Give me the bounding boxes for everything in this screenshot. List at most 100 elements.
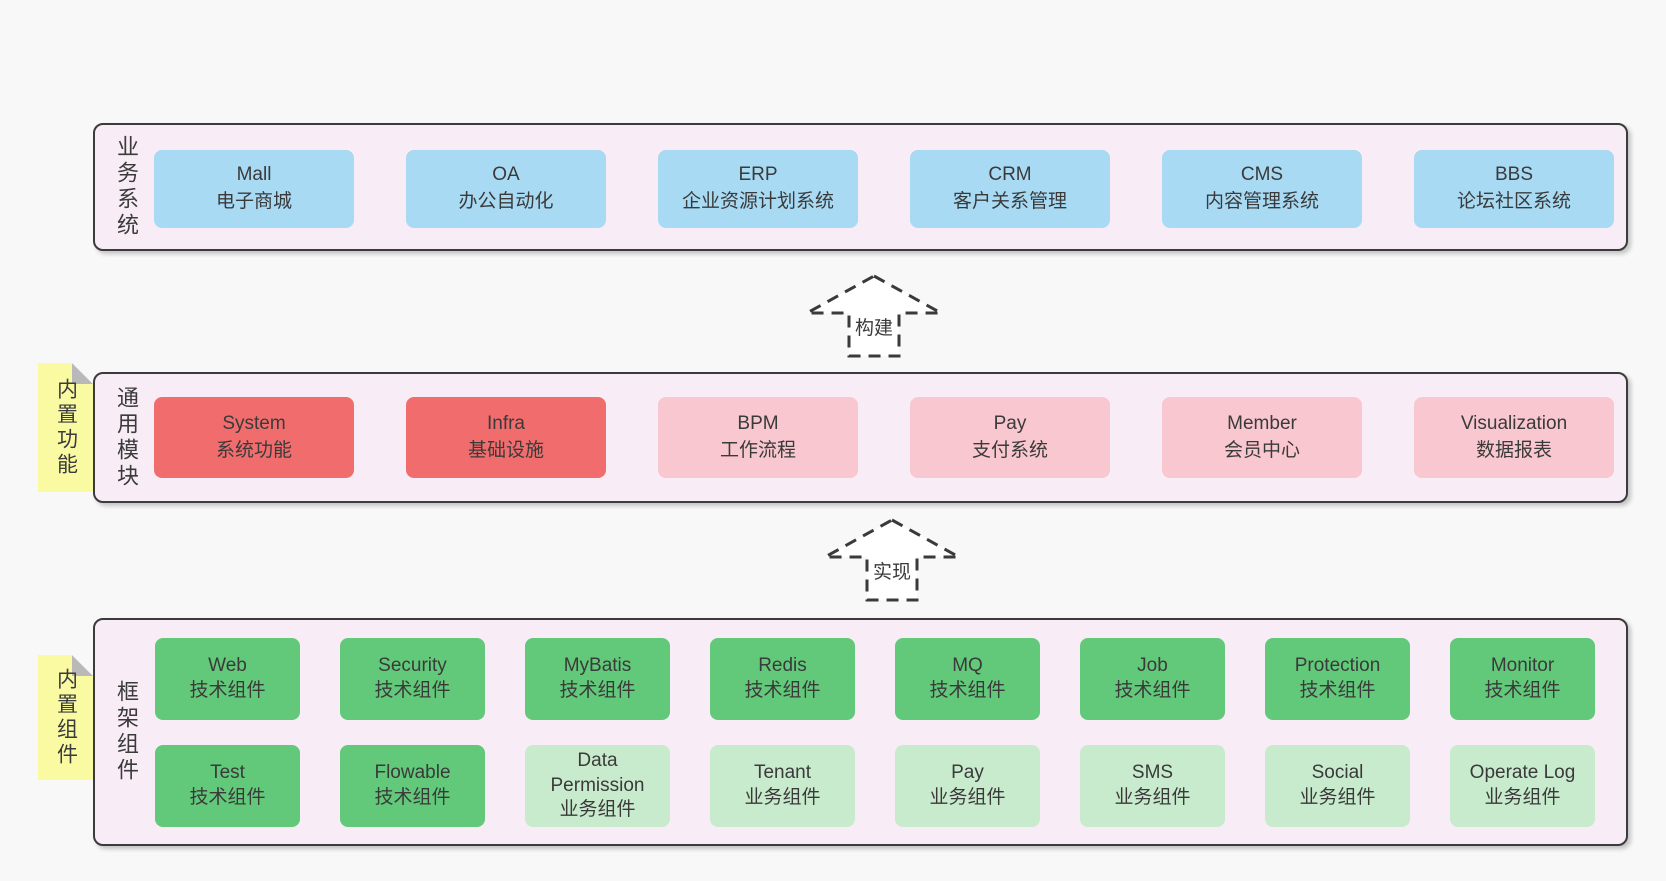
sticky-text: 内置组件 bbox=[54, 667, 78, 768]
box-subtitle: 技术组件 bbox=[374, 680, 451, 701]
common-modules-layer: 通用模块 System 系统功能 Infra 基础设施 BPM 工作流程 Pay… bbox=[93, 372, 1628, 503]
box-member: Member 会员中心 bbox=[1162, 397, 1362, 478]
box-subtitle: 办公自动化 bbox=[458, 191, 554, 212]
box-subtitle: 基础设施 bbox=[467, 439, 544, 461]
box-job: Job 技术组件 bbox=[1080, 638, 1225, 720]
box-subtitle: 工作流程 bbox=[719, 439, 796, 461]
box-title: Monitor bbox=[1490, 655, 1555, 677]
box-subtitle: 技术组件 bbox=[1114, 680, 1191, 701]
framework-components-row-1: Web 技术组件 Security 技术组件 MyBatis 技术组件 Redi… bbox=[155, 638, 1595, 720]
box-subtitle: 数据报表 bbox=[1475, 439, 1552, 461]
box-subtitle: 会员中心 bbox=[1223, 439, 1300, 461]
box-infra: Infra 基础设施 bbox=[406, 397, 606, 478]
box-tenant: Tenant 业务组件 bbox=[710, 745, 855, 827]
box-subtitle: 业务组件 bbox=[559, 799, 636, 821]
box-mq: MQ 技术组件 bbox=[895, 638, 1040, 720]
box-title: OA bbox=[492, 164, 520, 186]
box-test: Test 技术组件 bbox=[155, 745, 300, 827]
box-title: ERP bbox=[738, 164, 778, 186]
box-title: SMS bbox=[1131, 762, 1174, 784]
box-mall: Mall 电子商城 bbox=[154, 150, 354, 228]
box-flowable: Flowable 技术组件 bbox=[340, 745, 485, 827]
box-subtitle: 技术组件 bbox=[189, 787, 266, 808]
box-title: MyBatis bbox=[563, 655, 632, 677]
common-modules-label: 通用模块 bbox=[114, 385, 139, 490]
box-subtitle: 技术组件 bbox=[929, 680, 1006, 701]
sticky-text: 内置功能 bbox=[54, 377, 78, 478]
framework-components-row-2: Test 技术组件 Flowable 技术组件 Data Permission … bbox=[155, 745, 1595, 827]
box-subtitle: 技术组件 bbox=[1484, 680, 1561, 701]
box-web: Web 技术组件 bbox=[155, 638, 300, 720]
box-oa: OA 办公自动化 bbox=[406, 150, 606, 228]
framework-components-label: 框架组件 bbox=[114, 680, 139, 784]
box-sms: SMS 业务组件 bbox=[1080, 745, 1225, 827]
box-monitor: Monitor 技术组件 bbox=[1450, 638, 1595, 720]
common-modules-row: System 系统功能 Infra 基础设施 BPM 工作流程 Pay 支付系统… bbox=[154, 397, 1614, 478]
box-bpm: BPM 工作流程 bbox=[658, 397, 858, 478]
box-title: Tenant bbox=[753, 762, 812, 784]
box-subtitle: 业务组件 bbox=[1114, 787, 1191, 808]
arrow-build: 构建 bbox=[804, 273, 944, 359]
box-operate-log: Operate Log 业务组件 bbox=[1450, 745, 1595, 827]
box-subtitle: 业务组件 bbox=[1299, 787, 1376, 808]
arrow-implement-label: 实现 bbox=[870, 562, 913, 583]
box-title: Social bbox=[1311, 762, 1364, 784]
box-pay-component: Pay 业务组件 bbox=[895, 745, 1040, 827]
box-title: Data Permission bbox=[550, 749, 645, 796]
box-subtitle: 系统功能 bbox=[215, 439, 292, 461]
box-protection: Protection 技术组件 bbox=[1265, 638, 1410, 720]
box-subtitle: 论坛社区系统 bbox=[1456, 191, 1571, 212]
box-title: Pay bbox=[951, 762, 984, 784]
box-title: Flowable bbox=[374, 762, 451, 784]
box-title: Security bbox=[378, 655, 447, 677]
box-subtitle: 技术组件 bbox=[744, 680, 821, 701]
box-title: BPM bbox=[737, 412, 779, 434]
box-data-permission: Data Permission 业务组件 bbox=[525, 745, 670, 827]
up-arrow-icon bbox=[824, 518, 960, 602]
box-system: System 系统功能 bbox=[154, 397, 354, 478]
box-title: Test bbox=[210, 762, 245, 784]
box-crm: CRM 客户关系管理 bbox=[910, 150, 1110, 228]
box-subtitle: 客户关系管理 bbox=[952, 191, 1067, 212]
box-title: Member bbox=[1227, 412, 1297, 434]
box-subtitle: 技术组件 bbox=[559, 680, 636, 701]
box-title: MQ bbox=[952, 655, 983, 677]
business-systems-layer: 业务系统 Mall 电子商城 OA 办公自动化 ERP 企业资源计划系统 CRM… bbox=[93, 123, 1628, 251]
box-title: CMS bbox=[1240, 164, 1284, 186]
box-security: Security 技术组件 bbox=[340, 638, 485, 720]
box-subtitle: 支付系统 bbox=[971, 439, 1048, 461]
box-bbs: BBS 论坛社区系统 bbox=[1414, 150, 1614, 228]
box-subtitle: 业务组件 bbox=[744, 787, 821, 808]
box-visualization: Visualization 数据报表 bbox=[1414, 397, 1614, 478]
box-title: Job bbox=[1137, 655, 1168, 677]
box-subtitle: 业务组件 bbox=[929, 787, 1006, 808]
box-subtitle: 企业资源计划系统 bbox=[681, 191, 834, 212]
box-subtitle: 电子商城 bbox=[215, 191, 292, 212]
box-subtitle: 技术组件 bbox=[1299, 680, 1376, 701]
arrow-build-label: 构建 bbox=[852, 318, 895, 339]
box-pay: Pay 支付系统 bbox=[910, 397, 1110, 478]
box-title: Operate Log bbox=[1469, 762, 1576, 784]
box-title: Web bbox=[208, 655, 247, 677]
box-title: CRM bbox=[988, 164, 1032, 186]
box-title: Visualization bbox=[1460, 412, 1568, 434]
box-redis: Redis 技术组件 bbox=[710, 638, 855, 720]
box-subtitle: 技术组件 bbox=[374, 787, 451, 808]
box-subtitle: 技术组件 bbox=[189, 680, 266, 701]
framework-components-layer: 框架组件 Web 技术组件 Security 技术组件 MyBatis 技术组件… bbox=[93, 618, 1628, 846]
box-title: Redis bbox=[758, 655, 807, 677]
box-mybatis: MyBatis 技术组件 bbox=[525, 638, 670, 720]
box-title: Mall bbox=[236, 164, 272, 186]
sticky-built-in-components: 内置组件 bbox=[38, 655, 93, 780]
box-social: Social 业务组件 bbox=[1265, 745, 1410, 827]
box-title: Infra bbox=[486, 412, 526, 434]
box-title: Protection bbox=[1294, 655, 1381, 677]
arrow-implement: 实现 bbox=[822, 517, 962, 603]
business-systems-label: 业务系统 bbox=[114, 135, 139, 239]
box-title: System bbox=[222, 412, 286, 434]
box-subtitle: 内容管理系统 bbox=[1204, 191, 1319, 212]
business-systems-row: Mall 电子商城 OA 办公自动化 ERP 企业资源计划系统 CRM 客户关系… bbox=[154, 150, 1614, 228]
box-cms: CMS 内容管理系统 bbox=[1162, 150, 1362, 228]
box-title: Pay bbox=[993, 412, 1027, 434]
sticky-built-in-features: 内置功能 bbox=[38, 363, 93, 492]
